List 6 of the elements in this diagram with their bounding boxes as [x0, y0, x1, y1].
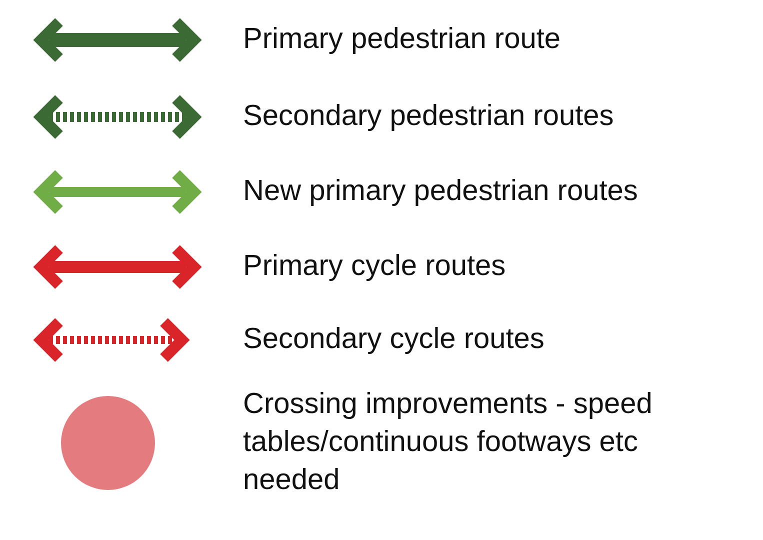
legend-label: Secondary pedestrian routes — [243, 99, 615, 134]
legend-label: Primary cycle routes — [243, 249, 507, 284]
legend-label: New primary pedestrian routes — [243, 174, 639, 209]
legend-label: Primary pedestrian route — [243, 22, 562, 57]
legend-label: Crossing improvements - speed tables/continuous footways etc needed — [243, 387, 654, 498]
legend-label: Secondary cycle routes — [243, 322, 546, 357]
